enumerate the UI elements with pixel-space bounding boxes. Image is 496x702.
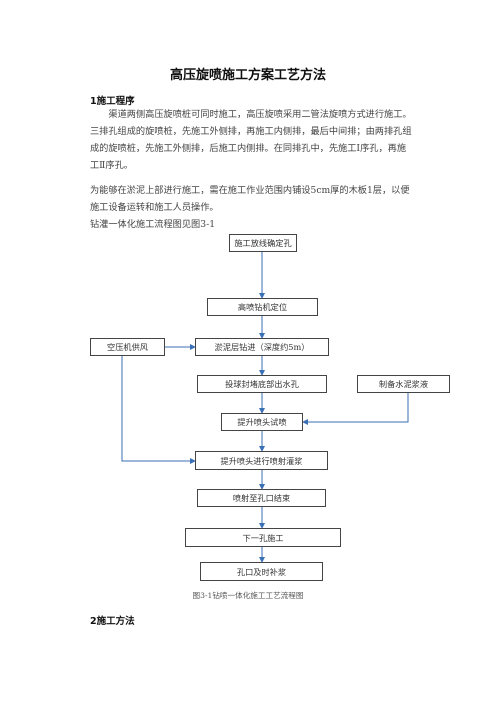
section-1-paragraph-1: 渠道两侧高压旋喷桩可同时施工，高压旋喷采用二管法旋喷方式进行施工。三排孔组成的旋… xyxy=(90,109,412,171)
figure-caption: 图3-1钻喷一体化施工工艺流程图 xyxy=(192,591,304,600)
section-2-heading: 2施工方法 xyxy=(90,616,135,627)
section-1-paragraph-3: 钻灌一体化施工流程图见图3-1 xyxy=(90,219,216,230)
flow-step-7: 喷射至孔口结束 xyxy=(197,489,326,507)
arrow-air-to-grouting xyxy=(121,355,196,464)
flow-air-compressor-box: 空压机供风 xyxy=(90,338,165,356)
section-1-paragraph-2: 为能够在淤泥上部进行施工，需在施工作业范围内铺设5cm厚的木板1层，以便施工设备… xyxy=(90,185,410,213)
arrow-slurry-to-test-spray xyxy=(302,393,409,425)
flow-step-6: 提升喷头进行喷射灌浆 xyxy=(195,451,328,470)
flow-step-8: 下一孔施工 xyxy=(185,528,341,547)
flow-step-4: 投球封堵底部出水孔 xyxy=(197,375,327,393)
flow-step-2: 高喷钻机定位 xyxy=(207,298,318,316)
section-1-heading: 1施工程序 xyxy=(90,96,135,107)
document-title: 高压旋喷施工方案工艺方法 xyxy=(169,68,326,83)
flow-step-1: 施工放线确定孔 xyxy=(229,234,297,252)
flow-step-3: 淤泥层钻进（深度约5m） xyxy=(195,338,329,356)
flow-step-5: 提升喷头试喷 xyxy=(221,413,303,431)
flow-cement-slurry-box: 制备水泥浆液 xyxy=(357,375,450,393)
flow-step-9: 孔口及时补浆 xyxy=(200,562,323,581)
